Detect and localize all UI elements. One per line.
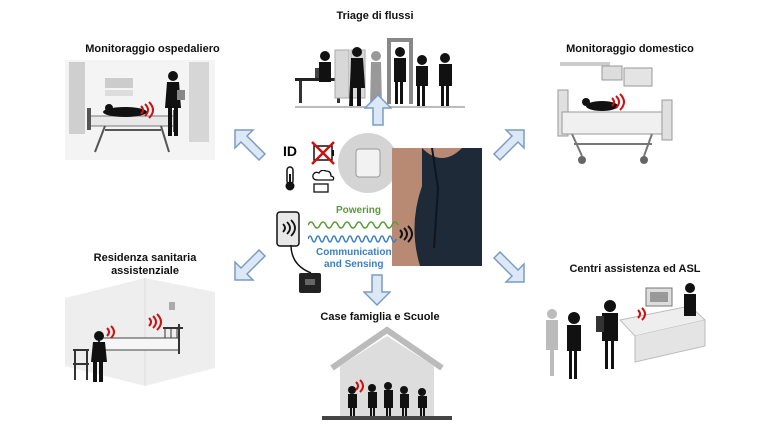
no-battery-icon [310, 140, 336, 166]
comm-wave [308, 232, 400, 246]
label-rsa-line1: Residenza sanitaria [93, 252, 197, 264]
arrow-down [363, 274, 391, 306]
arrow-lower-left [233, 248, 267, 282]
comm-label-line2: and Sensing [324, 259, 384, 270]
label-home: Monitoraggio domestico [566, 43, 694, 55]
powering-wave [308, 218, 400, 232]
hospital-scene [65, 60, 215, 160]
centers-scene [540, 280, 715, 385]
home-scene [552, 60, 692, 168]
label-rsa: Residenza sanitaria assistenziale [75, 252, 215, 278]
arrow-upper-right [492, 128, 526, 162]
family-scene [322, 326, 452, 422]
comm-label: Communication and Sensing [316, 247, 392, 271]
triage-scene [295, 30, 465, 112]
label-rsa-line2: assistenziale [111, 265, 179, 277]
label-triage: Triage di flussi [336, 10, 414, 22]
sensor-patch-icon [337, 132, 399, 194]
label-hospital: Monitoraggio ospedaliero [85, 43, 220, 55]
arrow-up [364, 94, 392, 126]
comm-label-line1: Communication [316, 247, 392, 258]
arrow-lower-right [492, 250, 526, 284]
person-photo [392, 148, 482, 266]
label-family: Case famiglia e Scuole [320, 311, 440, 323]
thermometer-icon [283, 166, 297, 192]
rfid-reader-icon [275, 210, 311, 250]
cloud-pc-icon [310, 170, 336, 194]
arrow-upper-left [233, 128, 267, 162]
id-label: ID [283, 143, 297, 159]
rsa-scene [65, 278, 215, 388]
powering-label: Powering [336, 205, 382, 216]
label-centers: Centri assistenza ed ASL [569, 263, 701, 275]
reader-cable [285, 245, 325, 300]
